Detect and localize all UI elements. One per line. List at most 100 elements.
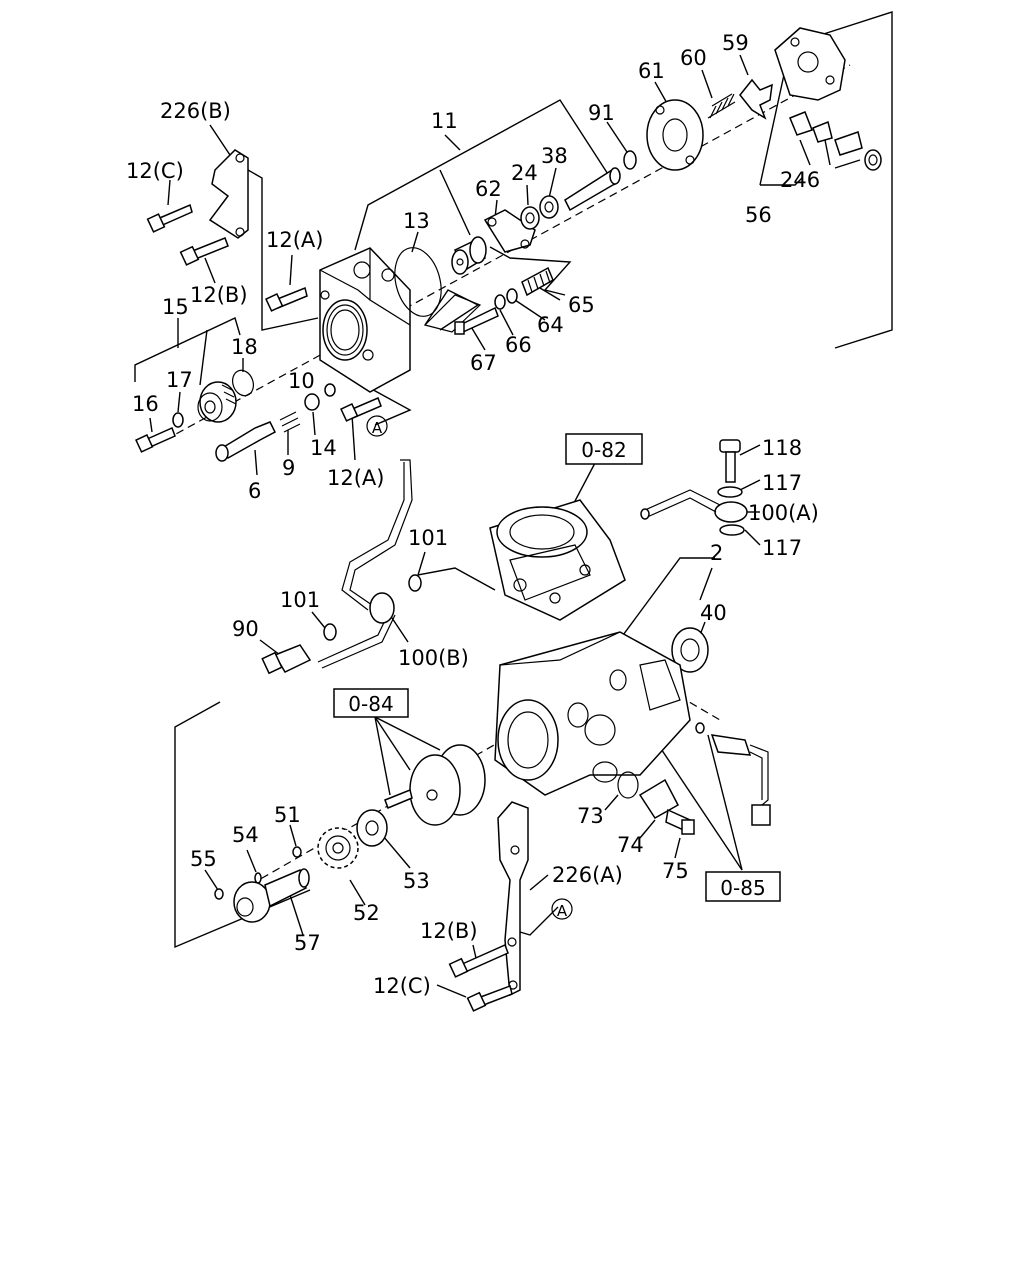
reference-boxes: 0-82 0-84 0-85	[333, 433, 781, 902]
circle-markers: A A	[366, 415, 573, 920]
label-12a-top: 12(A)	[266, 228, 323, 252]
parts-73-74-75-shape	[617, 771, 695, 835]
flange-61-shape	[646, 99, 704, 171]
label-67: 67	[470, 351, 497, 375]
washer-24-shape	[520, 206, 540, 230]
bolt-12c-top-shape	[146, 203, 193, 233]
label-14: 14	[310, 436, 337, 460]
spring-60-shape	[707, 93, 736, 119]
label-90: 90	[232, 617, 259, 641]
ref-box-0-82[interactable]	[565, 433, 643, 465]
label-73: 73	[577, 804, 604, 828]
fuel-pipe-100b-shape	[261, 459, 422, 675]
bracket-62-shape	[483, 209, 536, 253]
label-91: 91	[588, 101, 615, 125]
label-12c-bot: 12(C)	[373, 974, 431, 998]
impeller-59-shape	[739, 78, 773, 120]
ref-label-0-85: 0-85	[720, 876, 765, 900]
piston-15-shape	[197, 381, 237, 423]
ring-55-shape	[214, 888, 224, 900]
marker-a-upper	[366, 415, 388, 437]
bolt-16-shape	[135, 426, 176, 453]
label-60: 60	[680, 46, 707, 70]
label-59: 59	[722, 31, 749, 55]
label-118: 118	[762, 436, 802, 460]
ref-label-0-84: 0-84	[348, 692, 393, 716]
label-53: 53	[403, 869, 430, 893]
sensor-085-shape	[695, 722, 771, 826]
label-51: 51	[274, 803, 301, 827]
parts-246-56-shape	[789, 111, 882, 171]
label-2: 2	[710, 541, 723, 565]
label-61: 61	[638, 59, 665, 83]
label-9: 9	[282, 456, 295, 480]
label-24: 24	[511, 161, 538, 185]
bolt-12a-top-shape	[265, 286, 308, 312]
valve-6-9-14-10-shape	[215, 383, 336, 462]
label-18: 18	[231, 335, 258, 359]
bolt-12a-bot-shape	[340, 397, 382, 422]
bracket-226b-shape	[208, 149, 249, 239]
throttle-body-upper-shape	[489, 499, 626, 621]
parts	[135, 27, 882, 1012]
pin-54-shape	[254, 872, 262, 884]
label-101-lower: 101	[280, 588, 320, 612]
label-12b-bot: 12(B)	[420, 919, 478, 943]
gear-52-shape	[317, 827, 359, 869]
label-100b: 100(B)	[398, 646, 469, 670]
bolt-12b-top-shape	[179, 237, 229, 266]
shaft-57-shape	[233, 868, 310, 923]
label-13: 13	[403, 209, 430, 233]
label-52: 52	[353, 901, 380, 925]
oring-18-shape	[232, 369, 254, 397]
label-38: 38	[541, 144, 568, 168]
label-65: 65	[568, 293, 595, 317]
marker-a-upper-label: A	[372, 419, 383, 437]
oring-13-shape	[394, 247, 442, 317]
throttle-valve-084-shape	[384, 744, 486, 826]
banjo-118-117-100a-shape	[640, 439, 748, 536]
label-100a: 100(A)	[748, 501, 819, 525]
label-6: 6	[248, 479, 261, 503]
drive-shaft-shape	[564, 167, 621, 212]
bearing-40-shape	[671, 627, 709, 673]
washer-38-shape	[539, 195, 559, 219]
ref-box-0-85[interactable]	[705, 871, 781, 902]
bolt-12b-bot-shape	[448, 943, 509, 978]
label-11: 11	[431, 109, 458, 133]
label-56: 56	[745, 203, 772, 227]
throttle-body-main-shape	[494, 631, 691, 796]
plate-shape	[423, 294, 482, 333]
bolt-12c-bot-shape	[466, 985, 513, 1012]
label-16: 16	[132, 392, 159, 416]
label-17: 17	[166, 368, 193, 392]
label-57: 57	[294, 931, 321, 955]
ref-label-0-82: 0-82	[581, 438, 626, 462]
ref-box-0-84[interactable]	[333, 688, 409, 718]
parts-65-64-66-67-shape	[454, 266, 554, 335]
marker-a-lower-label: A	[557, 902, 568, 920]
label-12a-bot: 12(A)	[327, 466, 384, 490]
label-226a: 226(A)	[552, 863, 623, 887]
pump-housing-shape	[319, 247, 411, 393]
washer-17-shape	[172, 412, 184, 428]
label-101-upper: 101	[408, 526, 448, 550]
label-117-upper: 117	[762, 471, 802, 495]
label-226b: 226(B)	[160, 99, 231, 123]
lever-226a-shape	[497, 801, 529, 997]
label-40: 40	[700, 601, 727, 625]
marker-a-lower	[551, 898, 573, 920]
seal-91-shape	[623, 150, 637, 170]
label-64: 64	[537, 313, 564, 337]
label-12c-top: 12(C)	[126, 159, 184, 183]
label-75: 75	[662, 859, 689, 883]
label-66: 66	[505, 333, 532, 357]
label-15: 15	[162, 295, 189, 319]
cover-shape	[774, 27, 846, 101]
label-117-lower: 117	[762, 536, 802, 560]
label-74: 74	[617, 833, 644, 857]
label-54: 54	[232, 823, 259, 847]
rotor-11-shape	[451, 236, 487, 275]
leader-lines	[134, 11, 893, 998]
